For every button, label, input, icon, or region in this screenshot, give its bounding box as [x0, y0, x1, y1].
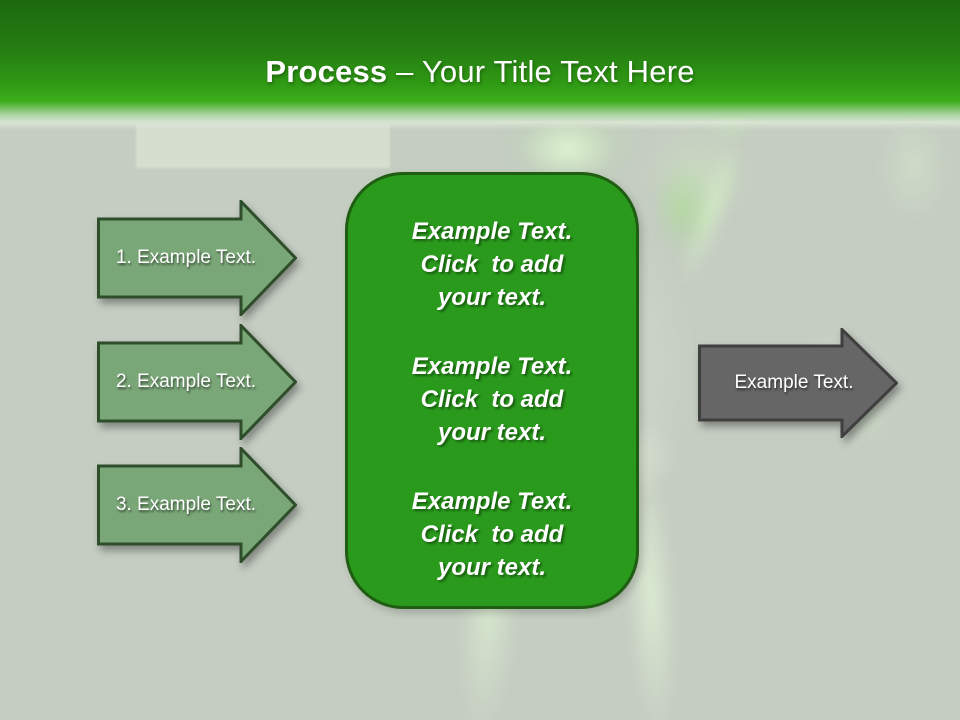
arrow-right-shape — [698, 328, 898, 438]
slide-title[interactable]: Process – Your Title Text Here — [0, 52, 960, 92]
slide-title-rest: – Your Title Text Here — [387, 54, 695, 89]
robot-shoulder-shape — [640, 118, 755, 233]
process-arrow-2[interactable]: 2. Example Text. — [97, 324, 297, 440]
process-arrow-1-label: 1. Example Text. — [115, 247, 257, 268]
slide-title-emphasis: Process — [265, 54, 388, 89]
arrow-right-shape — [97, 200, 297, 316]
header-banner — [0, 0, 960, 130]
process-arrow-2-label: 2. Example Text. — [115, 371, 257, 392]
robot-arm-shape — [666, 133, 754, 292]
robot-detail-shape — [652, 162, 714, 257]
arrow-right-shape — [97, 324, 297, 440]
process-arrow-1[interactable]: 1. Example Text. — [97, 200, 297, 316]
result-arrow-label: Example Text. — [734, 372, 854, 393]
background-faint-rectangle — [136, 124, 390, 168]
process-arrow-3[interactable]: 3. Example Text. — [97, 447, 297, 563]
result-arrow[interactable]: Example Text. — [698, 328, 898, 438]
process-arrow-3-label: 3. Example Text. — [115, 494, 257, 515]
arrow-right-shape — [97, 447, 297, 563]
